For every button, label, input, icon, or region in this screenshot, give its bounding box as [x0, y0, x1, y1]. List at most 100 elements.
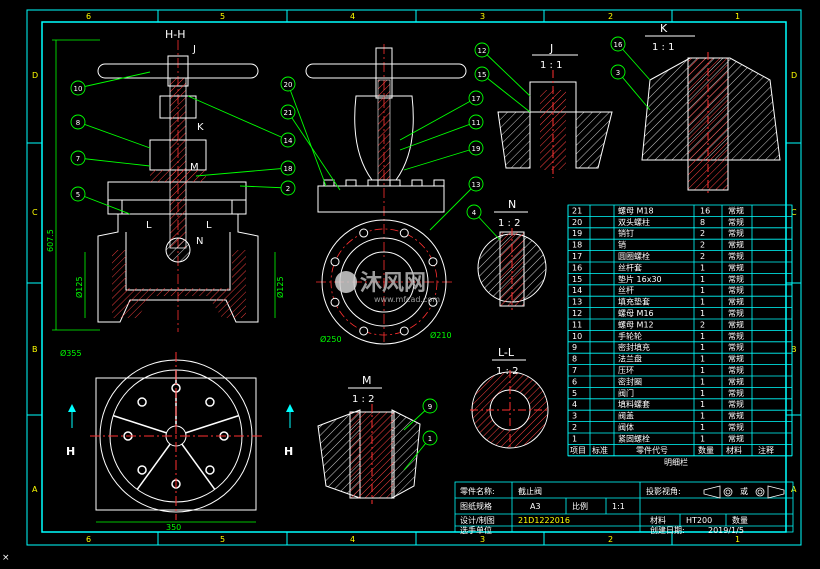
- bom-cell: 20: [572, 218, 582, 227]
- callout-number: 8: [76, 119, 80, 127]
- detail-title: N: [508, 198, 516, 211]
- callout-balloon: 11: [399, 114, 484, 151]
- callout-balloon: 20: [280, 76, 327, 187]
- bom-cell: 1: [700, 343, 705, 352]
- callout-number: 19: [472, 145, 481, 153]
- callout-number: 14: [284, 137, 293, 145]
- section-mark: L: [146, 220, 152, 231]
- col-number-top: 1: [735, 12, 740, 21]
- size-value: A3: [530, 502, 541, 511]
- wheel-bolt: [205, 397, 215, 407]
- wheel-spoke: [175, 435, 216, 490]
- bom-cell: 常规: [728, 376, 744, 386]
- front-view: Ø250 Ø210 沐风网 www.mfcad.com: [305, 44, 467, 345]
- bom-cell: 手轮轮: [618, 331, 642, 341]
- dim-overall-height: 607.5: [46, 229, 55, 252]
- callout-balloon: 9: [403, 398, 438, 431]
- size-label: 图纸规格: [460, 501, 492, 511]
- bom-cell: 密封圈: [618, 376, 642, 386]
- wheel-bolt: [137, 397, 147, 407]
- callout-balloon: 1: [403, 430, 438, 471]
- scale-value: 1:1: [612, 502, 625, 511]
- detail-scale: 1 : 1: [540, 60, 562, 71]
- col-number-bottom: 2: [608, 535, 613, 544]
- bom-cell: 1: [572, 434, 577, 443]
- callout-number: 20: [284, 81, 293, 89]
- bom-cell: 常规: [728, 274, 744, 284]
- callout-balloon: 18: [195, 160, 296, 177]
- bom-cell: 销钉: [618, 228, 634, 238]
- detail-view-ll: L-L 1 : 2: [470, 346, 550, 450]
- part-name-label: 零件名称:: [460, 486, 495, 496]
- bom-cell: 12: [572, 309, 582, 318]
- bom-cell: 8: [700, 218, 705, 227]
- bom-cell: 压环: [618, 366, 634, 375]
- bom-cell: 常规: [728, 251, 744, 261]
- projection-or: 或: [740, 486, 748, 496]
- bom-cell: 8: [572, 355, 577, 364]
- callout-number: 16: [614, 41, 623, 49]
- bom-cell: 1: [700, 389, 705, 398]
- bom-cell: 紧固螺栓: [618, 433, 650, 443]
- callout-balloon: 8: [70, 114, 151, 149]
- detail-view-k: K 1 : 1: [641, 22, 781, 196]
- bom-cell: 常规: [728, 205, 744, 215]
- callout-balloon: 19: [403, 140, 484, 171]
- bom-cell: 2: [572, 423, 577, 432]
- callout-balloon: 5: [70, 186, 131, 215]
- frame-zone-labels: 6 5 4 3 2 1 6 5 4 3 2 1 D C B A D C B A …: [2, 12, 797, 563]
- wheel-spoke: [112, 414, 177, 437]
- bom-cell: 11: [572, 320, 582, 329]
- bom-cell: 螺母 M18: [618, 205, 654, 215]
- bom-cell: 17: [572, 252, 582, 261]
- bom-cell: 垫片 16x30: [618, 274, 662, 284]
- bolt-hole: [428, 297, 438, 307]
- section-mark: K: [197, 122, 204, 133]
- bom-cell: 1: [700, 355, 705, 364]
- bom-cell: 丝杆: [618, 285, 634, 295]
- part-name-value: 截止阀: [518, 486, 542, 496]
- row-letter-left: A: [32, 485, 38, 494]
- row-letter-left: D: [32, 71, 38, 80]
- callout-number: 10: [74, 85, 83, 93]
- bom-cell: 常规: [728, 308, 744, 318]
- section-mark: L: [206, 220, 212, 231]
- bom-cell: 填充垫套: [618, 297, 650, 307]
- detail-scale: 1 : 2: [496, 366, 518, 377]
- bom-header: 注释: [758, 445, 774, 455]
- bom-cell: 常规: [728, 331, 744, 341]
- projection-label: 投影视角:: [646, 486, 681, 496]
- col-number-top: 2: [608, 12, 613, 21]
- dim-flange-left: Ø125: [74, 276, 84, 298]
- callout-number: 9: [428, 403, 432, 411]
- material-value: HT200: [686, 516, 712, 525]
- bom-cell: 1: [700, 286, 705, 295]
- callout-number: 17: [472, 95, 481, 103]
- bom-cell: 1: [700, 366, 705, 375]
- detail-title: L-L: [498, 346, 515, 359]
- bom-cell: 2: [700, 252, 705, 261]
- date-value: 2019/1/5: [708, 526, 744, 535]
- bom-cell: 常规: [728, 388, 744, 398]
- bom-cell: 2: [700, 320, 705, 329]
- bolt-hole: [330, 257, 340, 267]
- bom-header: 零件代号: [636, 445, 668, 455]
- bonnet-nut: [389, 179, 401, 187]
- wheel-spoke: [136, 435, 177, 490]
- bom-cell: 21: [572, 206, 582, 215]
- bom-cell: 阀盖: [618, 411, 634, 421]
- callout-balloon: 21: [280, 104, 341, 191]
- dim-bolt-circle: Ø210: [430, 330, 452, 340]
- detail-title: M: [362, 374, 372, 387]
- bom-cell: 4: [572, 400, 577, 409]
- row-letter-right: C: [791, 208, 797, 217]
- bom-cell: 常规: [728, 228, 744, 238]
- row-letter-right: D: [791, 71, 797, 80]
- bom-cell: 3: [572, 412, 577, 421]
- bom-cell: 10: [572, 332, 582, 341]
- callout-number: 15: [478, 71, 487, 79]
- bom-cell: 18: [572, 241, 582, 250]
- dim-handwheel: Ø355: [60, 348, 82, 358]
- corner-mark: ×: [2, 553, 10, 563]
